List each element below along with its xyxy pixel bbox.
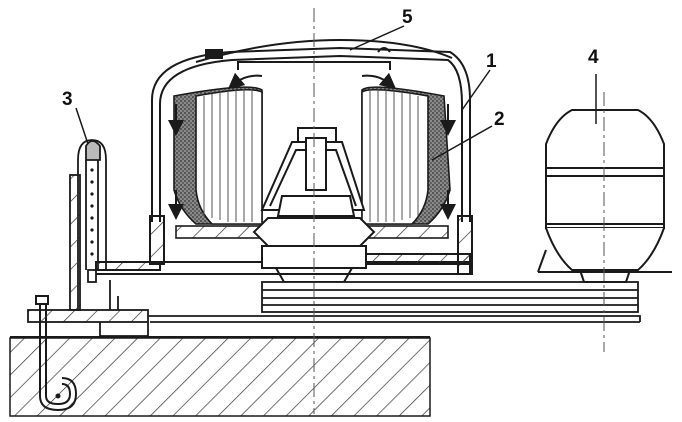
callout-4: 4 [588, 47, 599, 68]
center-lines [313, 8, 605, 414]
anchor-bolt [35, 295, 78, 412]
callout-5: 5 [402, 7, 413, 28]
leader-lines [75, 25, 597, 161]
lid [195, 38, 453, 70]
spindle-hub [252, 127, 376, 283]
rotor-basket [173, 86, 451, 239]
base-frame [27, 280, 641, 337]
foundation [9, 336, 431, 417]
flow-arrows [168, 72, 456, 220]
callout-3: 3 [62, 89, 73, 110]
callout-2: 2 [494, 109, 505, 130]
level-gauge [69, 139, 107, 311]
housing [95, 46, 473, 275]
callout-1: 1 [486, 51, 497, 72]
motor [537, 109, 672, 283]
drive-belt [261, 281, 639, 313]
